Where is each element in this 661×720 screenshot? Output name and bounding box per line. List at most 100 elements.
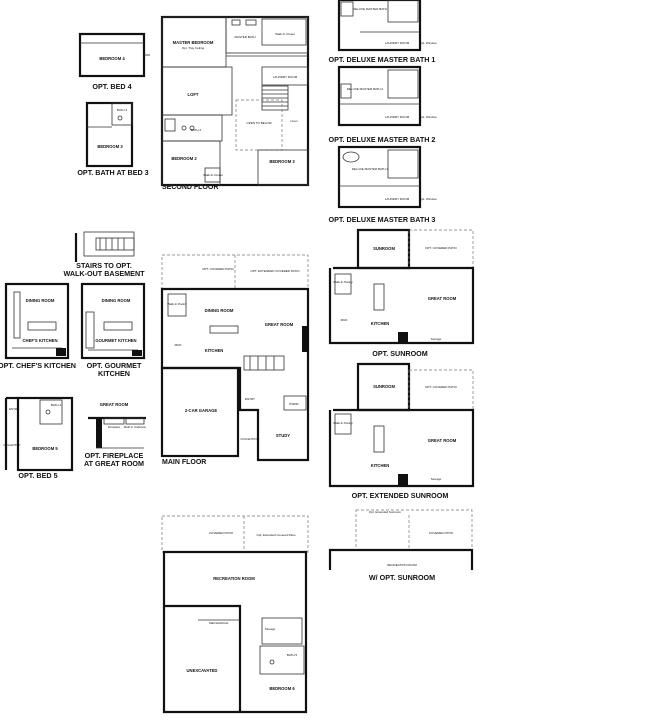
room-fireplace: Fireplace [108,425,121,429]
second-floor-plan: MASTER BEDROOM Opt. Tray Ceiling MASTER … [160,15,310,187]
room-walkin-closet: Walk-In Closet [275,32,295,36]
room-recreation-sun: RECREATION ROOM [387,563,417,567]
room-great-fireplace: GREAT ROOM [100,402,129,407]
opt-sunroom-plan: SUNROOM OPT. COVERED PATIO Walk-In Pantr… [328,228,475,345]
caption-opt-bed5: OPT. BED 5 [18,471,57,480]
caption-fireplace-2: AT GREAT ROOM [84,459,144,468]
fireplace-plan: GREAT ROOM Fireplace Built-in Cabinets [88,402,146,449]
caption-deluxe3: OPT. DELUXE MASTER BATH 3 [329,215,436,224]
room-laundry-d1: LAUNDRY ROOM [385,41,410,45]
room-master-bedroom: MASTER BEDROOM [173,40,214,45]
opt-ext-sunroom-plan: SUNROOM OPT. COVERED PATIO Walk-In Pantr… [328,362,475,488]
room-bath3: BATH 3 [117,108,128,112]
room-deluxe-master-bath1: DELUXE MASTER BATH [353,7,387,11]
room-bedroom2: BEDROOM 2 [171,156,197,161]
room-opt-window-d1: Opt. Window [419,41,437,45]
room-built-in-cabinets: Built-in Cabinets [124,425,146,429]
room-garage: 2-CAR GARAGE [185,408,218,413]
room-bedroom6: BEDROOM 6 [269,686,295,691]
room-entry-main: ENTRY [245,397,255,401]
room-sunroom-1: SUNROOM [373,246,395,251]
room-master-bedroom-note: Opt. Tray Ceiling [182,46,205,50]
deluxe-master-bath2-plan: DELUXE MASTER BATH 2 LAUNDRY ROOM Opt. W… [337,65,437,127]
room-opt-ext-sunroom-label: Opt. Extended Sunroom [369,510,402,514]
room-bedroom5: BEDROOM 5 [32,446,58,451]
room-dining-main: DINING ROOM [205,308,234,313]
room-dining-gourmet: DINING ROOM [102,298,131,303]
room-opt-window-d3: Opt. Window [419,197,437,201]
room-laundry-d3: LAUNDRY ROOM [385,197,410,201]
room-laundry-d2: LAUNDRY ROOM [385,115,410,119]
stairs-walkout-plan [74,231,135,262]
basement-sunroom-plan: Opt. Extended Sunroom COVERED PATIO RECR… [328,509,474,570]
room-walkin-pantry-1: Walk-In Pantry [333,280,353,284]
main-floor-plan: OPT. COVERED PATIO OPT. EXTENDED COVERED… [160,254,310,462]
caption-opt-bath-bed3: OPT. BATH AT BED 3 [77,168,148,177]
caption-stairs-1: STAIRS TO OPT. [76,261,132,270]
caption-gourmet-1: OPT. GOURMET [87,361,142,370]
room-loft: LOFT [188,92,199,97]
room-bedroom3-opt: BEDROOM 3 [97,144,123,149]
room-entry-bed5: ENTRY [9,407,19,411]
room-mechanical: MECHANICAL [209,621,229,625]
room-opt-covered-patio-1: OPT. COVERED PATIO [425,246,457,250]
opt-bed5-plan: ENTRY BATH 4 COA ENTRY BEDROOM 5 [3,396,74,472]
room-open-to-below: OPEN TO BELOW [246,121,271,125]
room-opt-ext-covered-patio: OPT. EXTENDED COVERED PATIO [251,269,301,273]
room-opt-window-d2: Opt. Window [419,115,437,119]
room-kitchen-2: KITCHEN [371,463,390,468]
room-master-bath: MASTER BATH [234,35,255,39]
deluxe-master-bath1-plan: DELUXE MASTER BATH LAUNDRY ROOM Opt. Win… [337,0,437,52]
room-storage-1: Storage [431,337,442,341]
room-unexcavated: UNEXCAVATED [187,668,218,673]
room-study: STUDY [276,433,290,438]
room-deluxe-master-bath3: DELUXE MASTER BATH 3 [352,167,389,171]
room-storage-base: Storage [265,627,276,631]
room-mud-1: MUD [341,318,349,322]
deluxe-master-bath3-plan: DELUXE MASTER BATH 3 LAUNDRY ROOM Opt. W… [337,145,437,209]
room-walkin-pantry-main: Walk-In Pantry [167,302,187,306]
room-laundry: LAUNDRY ROOM [273,75,298,79]
caption-chefs-kitchen: OPT. CHEF'S KITCHEN [0,361,76,370]
room-bath2: BATH 2 [191,128,202,132]
room-linen: Linen [290,119,298,123]
room-covered-patio-sun: COVERED PATIO [429,531,454,535]
caption-deluxe1: OPT. DELUXE MASTER BATH 1 [329,55,436,64]
room-coat-entry-bed5: COA ENTRY [3,443,20,447]
room-sunroom-2: SUNROOM [373,384,395,389]
room-kitchen-1: KITCHEN [371,321,390,326]
room-opt-covered-patio-2: OPT. COVERED PATIO [425,385,457,389]
caption-w-opt-sunroom: W/ OPT. SUNROOM [369,573,435,582]
room-covered-patio-base: COVERED PATIO [209,531,234,535]
room-coat-main: COA ENTRY [240,437,257,441]
room-bedroom3: BEDROOM 3 [269,159,295,164]
basement-plan: COVERED PATIO Opt. Extended Covered Pati… [161,515,309,714]
room-walkin-pantry-2: Walk-In Pantry [333,421,353,425]
room-storage-2: Storage [431,477,442,481]
room-great-main: GREAT ROOM [265,322,294,327]
caption-fireplace-1: OPT. FIREPLACE [85,451,144,460]
opt-bed4-plan: BEDROOM 4 [78,32,150,78]
room-great-1: GREAT ROOM [428,296,457,301]
caption-stairs-2: WALK-OUT BASEMENT [63,269,145,278]
chefs-kitchen-plan: DINING ROOM CHEF'S KITCHEN [4,282,70,360]
room-mud-main: MUD [175,343,183,347]
room-bath5: BATH 5 [287,653,298,657]
room-great-2: GREAT ROOM [428,438,457,443]
room-dining-chefs: DINING ROOM [26,298,55,303]
opt-bath-bed3-plan: BATH 3 BEDROOM 3 [85,101,134,168]
caption-deluxe2: OPT. DELUXE MASTER BATH 2 [329,135,436,144]
caption-opt-bed4: OPT. BED 4 [92,82,131,91]
caption-gourmet-2: KITCHEN [98,369,130,378]
room-opt-covered-patio-main: OPT. COVERED PATIO [202,267,234,271]
room-recreation: RECREATION ROOM [213,576,255,581]
room-kitchen-main: KITCHEN [205,348,224,353]
room-chefs-kitchen: CHEF'S KITCHEN [23,338,58,343]
room-deluxe-master-bath2: DELUXE MASTER BATH 2 [347,87,384,91]
room-opt-ext-cov-patio-base: Opt. Extended Covered Patio [256,533,295,537]
room-bedroom4: BEDROOM 4 [99,56,125,61]
gourmet-kitchen-plan: DINING ROOM GOURMET KITCHEN [80,282,146,360]
caption-main-floor: MAIN FLOOR [162,459,206,466]
caption-opt-ext-sunroom: OPT. EXTENDED SUNROOM [352,491,449,500]
